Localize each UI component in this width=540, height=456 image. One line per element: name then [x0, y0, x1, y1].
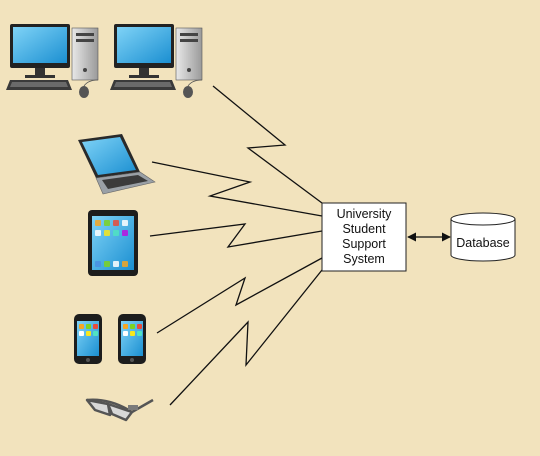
system-label-line-3: Support [342, 237, 386, 251]
database-icon: Database [450, 212, 516, 262]
smartphone-icon [74, 314, 102, 364]
desktop-computer-icon [6, 24, 99, 98]
link-glasses [169, 269, 323, 406]
link-tablet [149, 223, 323, 248]
link-desktop [212, 85, 323, 204]
link-phones [156, 257, 323, 334]
link-laptop [151, 161, 323, 217]
tablet-icon [88, 210, 138, 276]
system-box: University Student Support System [321, 202, 407, 272]
desktop-computer-icon [110, 24, 203, 98]
system-label-line-2: Student [342, 222, 386, 236]
system-label-line-4: System [343, 252, 385, 266]
smart-glasses-icon [85, 398, 154, 422]
smartphone-icon [118, 314, 146, 364]
database-label: Database [456, 236, 510, 250]
system-label-line-1: University [337, 207, 393, 221]
laptop-icon [78, 134, 156, 195]
wireless-links [149, 85, 323, 406]
